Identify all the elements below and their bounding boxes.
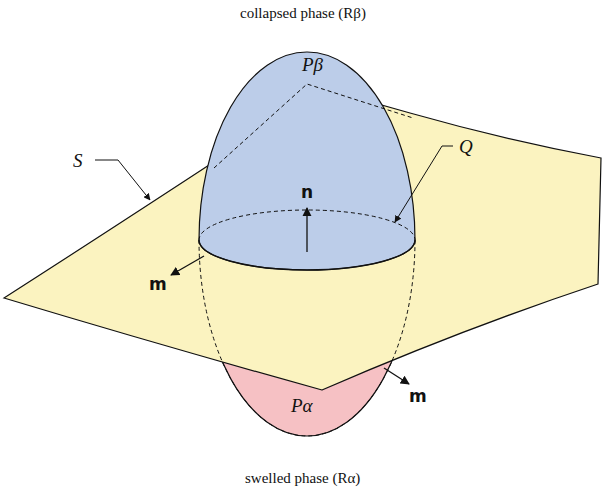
region-label: Pα bbox=[291, 396, 313, 415]
conormal-vector bbox=[384, 368, 409, 384]
surface-label: Q bbox=[459, 137, 473, 156]
collapsed-region bbox=[199, 52, 415, 270]
normal-vector bbox=[306, 208, 307, 252]
surface-label: S bbox=[73, 151, 83, 170]
region-label: Pβ bbox=[302, 55, 323, 74]
hidden-surface-edge bbox=[214, 84, 413, 168]
conormal-vector bbox=[171, 256, 204, 275]
hidden-outline bbox=[199, 240, 415, 436]
leader-line bbox=[95, 160, 150, 200]
leader-line bbox=[395, 146, 453, 222]
vector-label: m bbox=[409, 388, 427, 405]
vector-label: m bbox=[149, 276, 167, 293]
heading: collapsed phase (Rβ) bbox=[240, 6, 366, 21]
vector-label: n bbox=[301, 184, 313, 201]
heading: swelled phase (Rα) bbox=[245, 471, 360, 486]
